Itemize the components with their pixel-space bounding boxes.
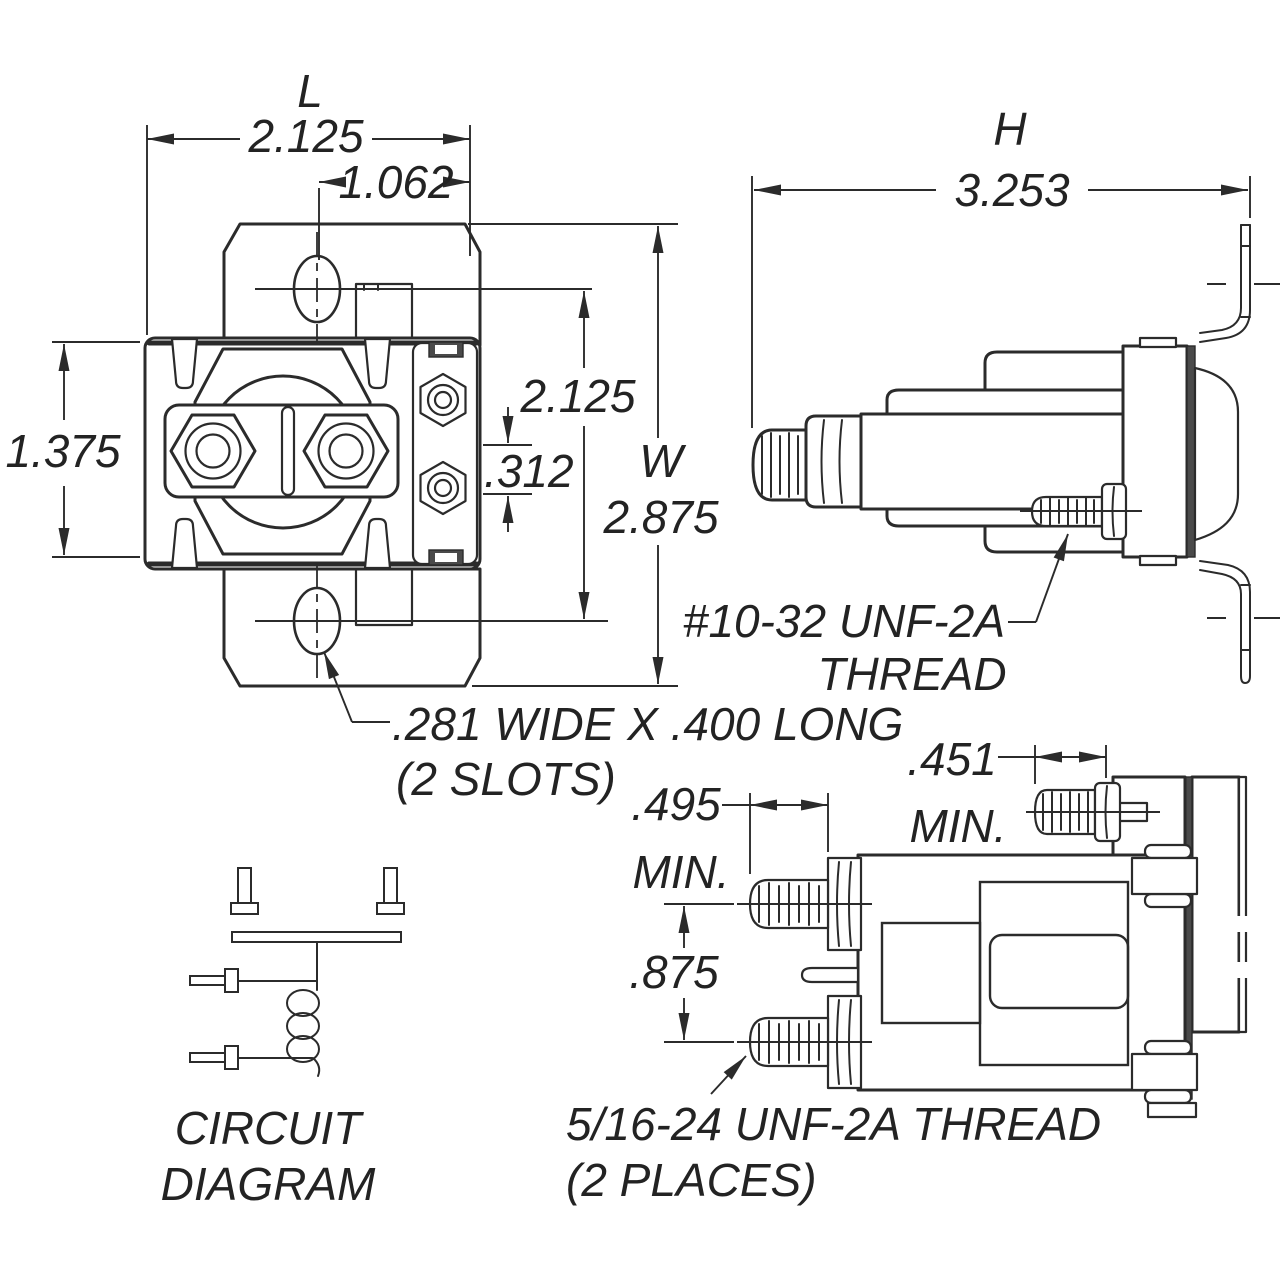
circuit-caption-line1: CIRCUIT xyxy=(175,1102,364,1154)
dim-body-height-value: 1.375 xyxy=(5,425,121,477)
dim-length: L 2.125 xyxy=(146,65,471,335)
thread-note-10-32: #10-32 UNF-2A THREAD xyxy=(683,533,1069,700)
clip xyxy=(363,337,392,390)
dim-slot-offset-value: 1.062 xyxy=(338,156,453,208)
coil-terminal-bottom xyxy=(189,1045,313,1070)
panel-slot-top xyxy=(428,341,464,358)
dim-thread-len-left: .495 MIN. xyxy=(631,778,829,898)
dim-l-value: 2.125 xyxy=(247,110,364,162)
dim-slot-span-value: 2.125 xyxy=(519,370,636,422)
dim-h-value: 3.253 xyxy=(954,164,1070,216)
terminal-nut-left xyxy=(169,413,257,489)
contact-stud-right xyxy=(376,867,405,915)
coil xyxy=(286,989,321,1077)
slot-note: .281 WIDE X .400 LONG (2 SLOTS) xyxy=(323,651,903,805)
center-pin xyxy=(800,966,860,984)
side-view: H 3.253 #10-32 UNF-2A THREAD xyxy=(683,103,1280,700)
plate-edge xyxy=(1186,345,1196,558)
contact-bar xyxy=(231,931,402,943)
thread-note-line2: THREAD xyxy=(817,648,1006,700)
coil-terminal-top xyxy=(189,968,318,993)
slot-note-line2: (2 SLOTS) xyxy=(396,753,616,805)
terminal-nut-right xyxy=(302,413,390,489)
thread-note-line2: (2 PLACES) xyxy=(566,1154,817,1206)
stud-5-16-top xyxy=(737,856,872,952)
dim-thread-len-small: .451 MIN. xyxy=(907,733,1107,852)
plate-bulge xyxy=(1193,366,1240,542)
thread-note-line1: #10-32 UNF-2A xyxy=(683,595,1005,647)
aux-terminal-bottom xyxy=(419,460,467,516)
body-cylinder xyxy=(859,412,1125,511)
aux-terminal-top xyxy=(419,372,467,428)
body-outline xyxy=(856,853,1187,1092)
terminal-stud-large xyxy=(751,414,863,509)
bracket-clip-bottom xyxy=(1130,1039,1199,1119)
dim-451-min: MIN. xyxy=(909,800,1006,852)
stud-10-32 xyxy=(1020,482,1142,541)
dim-slot-span: 2.125 xyxy=(519,291,636,619)
clip xyxy=(170,337,199,390)
dim-body-height: 1.375 xyxy=(5,341,140,558)
flange-upper xyxy=(1199,224,1280,343)
front-view: L 2.125 1.062 1.375 2.125 xyxy=(5,65,903,805)
dim-495-min: MIN. xyxy=(632,846,729,898)
dim-aux-gap-value: .312 xyxy=(484,445,574,497)
dim-slot-offset: 1.062 xyxy=(318,156,470,260)
panel-slot-bottom xyxy=(428,549,464,566)
center-divider xyxy=(280,405,296,497)
flange-edge xyxy=(1237,775,1248,1034)
circuit-caption-line2: DIAGRAM xyxy=(161,1158,376,1210)
mounting-plate xyxy=(1121,344,1189,559)
dim-aux-gap: .312 xyxy=(483,407,574,532)
circuit-diagram: CIRCUIT DIAGRAM xyxy=(161,867,405,1210)
dim-l-letter: L xyxy=(297,65,323,117)
dim-w-letter: W xyxy=(639,435,687,487)
stud-5-16-bottom xyxy=(737,994,872,1090)
contact-stud-left xyxy=(230,867,259,915)
slot-note-line1: .281 WIDE X .400 LONG xyxy=(392,698,903,750)
dim-width: W 2.875 xyxy=(468,223,719,687)
flange-plate xyxy=(1190,775,1241,1034)
thread-note-5-16: 5/16-24 UNF-2A THREAD (2 PLACES) xyxy=(566,1055,1101,1206)
clip xyxy=(170,517,199,570)
dim-stud-spacing: .875 xyxy=(629,903,734,1043)
bracket-bottom-block xyxy=(354,563,414,627)
clip xyxy=(363,517,392,570)
bracket-bottom xyxy=(222,567,482,688)
thread-note-line1: 5/16-24 UNF-2A THREAD xyxy=(566,1098,1101,1150)
dim-875: .875 xyxy=(629,946,719,998)
top-view: .495 MIN. .451 MIN. .875 5/16-24 UNF-2A … xyxy=(566,733,1249,1206)
stud-10-32-top xyxy=(1026,781,1160,843)
bracket-clip-top xyxy=(1130,843,1199,909)
dim-w-value: 2.875 xyxy=(602,491,719,543)
dim-height: H 3.253 xyxy=(751,103,1251,428)
flange-lower xyxy=(1199,560,1280,685)
bracket-top xyxy=(222,222,482,347)
bracket-top-block xyxy=(354,282,414,347)
dim-h-letter: H xyxy=(993,103,1027,155)
dim-451: .451 xyxy=(907,733,997,785)
dim-495: .495 xyxy=(631,778,721,830)
